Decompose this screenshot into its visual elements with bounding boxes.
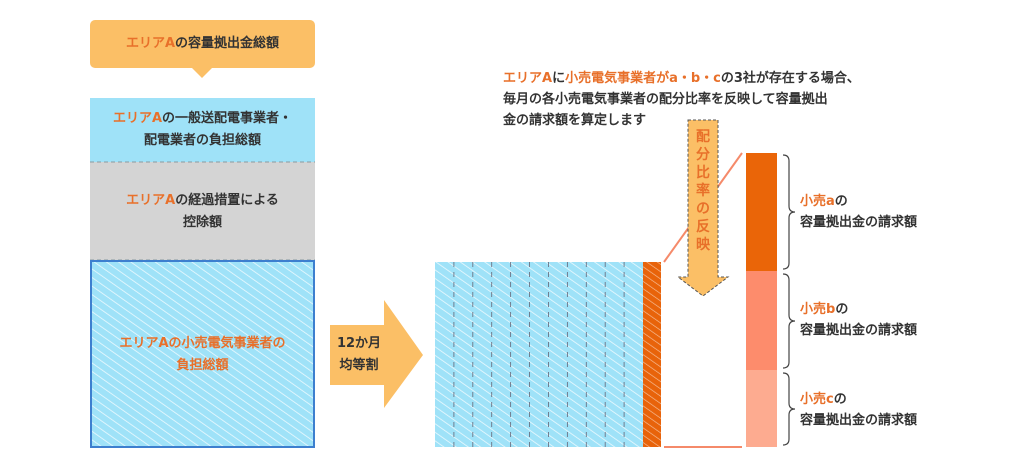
retailer-a-segment — [746, 153, 777, 271]
deduction-label: エリアAの経過措置による 控除額 — [90, 190, 315, 234]
monthly-columns — [435, 262, 661, 447]
retailer-name: 小売a — [800, 194, 835, 209]
retail-line2: 負担総額 — [176, 358, 229, 373]
retailer-name: 小売c — [800, 392, 834, 407]
tso-line2: 配電業者の負担総額 — [143, 133, 261, 148]
note-line2: 毎月の各小売電気事業者の配分比率を反映して容量拠出 — [503, 92, 828, 107]
note-p2: の3社が存在する場合、 — [720, 71, 860, 86]
brace-b — [782, 273, 796, 369]
retail-line1: エリアAの小売電気事業者の — [119, 336, 286, 351]
split-label: 12か月 均等割 — [330, 333, 388, 377]
braces — [782, 154, 796, 446]
retailer-c-segment — [746, 370, 777, 447]
deduction-line2: 控除額 — [182, 215, 222, 230]
ratio-label: 配分比率の反映 — [696, 129, 710, 253]
suffix: の — [835, 302, 849, 317]
area-name: エリアA — [125, 36, 176, 51]
suffix: の — [833, 392, 847, 407]
brace-c — [782, 372, 796, 446]
tso-line1: の一般送配電事業者・ — [162, 111, 293, 126]
retailer-line2: 容量拠出金の請求額 — [800, 413, 918, 428]
retailer-a-label: 小売aの 容量拠出金の請求額 — [800, 191, 917, 233]
suffix: の — [834, 194, 848, 209]
retail-label: エリアAの小売電気事業者の 負担総額 — [90, 333, 315, 377]
ratio-arrow — [676, 119, 730, 297]
tso-block — [90, 98, 315, 162]
retailer-name: 小売b — [800, 302, 836, 317]
area-name: エリアA — [112, 111, 163, 126]
split-line1: 12か月 — [336, 336, 382, 351]
retailer-line2: 容量拠出金の請求額 — [800, 323, 918, 338]
note-p1: に — [552, 71, 566, 86]
split-line2: 均等割 — [339, 358, 379, 373]
month-column-highlight — [643, 262, 661, 447]
deduction-line1: の経過措置による — [175, 193, 279, 208]
split-arrow — [330, 300, 423, 408]
note-line3: 金の請求額を算定します — [503, 113, 647, 128]
header-title: エリアAの容量拠出金総額 — [90, 33, 315, 55]
area-name: エリアA — [126, 193, 176, 208]
retailer-line2: 容量拠出金の請求額 — [800, 215, 918, 230]
deduction-block — [90, 162, 315, 260]
explanation-note: エリアAに小売電気事業者がa・b・cの3社が存在する場合、 毎月の各小売電気事業… — [503, 68, 860, 131]
tso-label: エリアAの一般送配電事業者・ 配電業者の負担総額 — [90, 108, 315, 152]
retailer-c-label: 小売cの 容量拠出金の請求額 — [800, 389, 917, 431]
brace-a — [782, 154, 796, 270]
header-callout — [90, 20, 315, 78]
retail-block — [90, 260, 315, 448]
retailer-b-label: 小売bの 容量拠出金の請求額 — [800, 299, 917, 341]
retailer-b-segment — [746, 271, 777, 370]
note-area: エリアA — [503, 71, 553, 86]
note-retailers: 小売電気事業者がa・b・c — [565, 71, 721, 86]
header-text: の容量拠出金総額 — [175, 36, 280, 51]
